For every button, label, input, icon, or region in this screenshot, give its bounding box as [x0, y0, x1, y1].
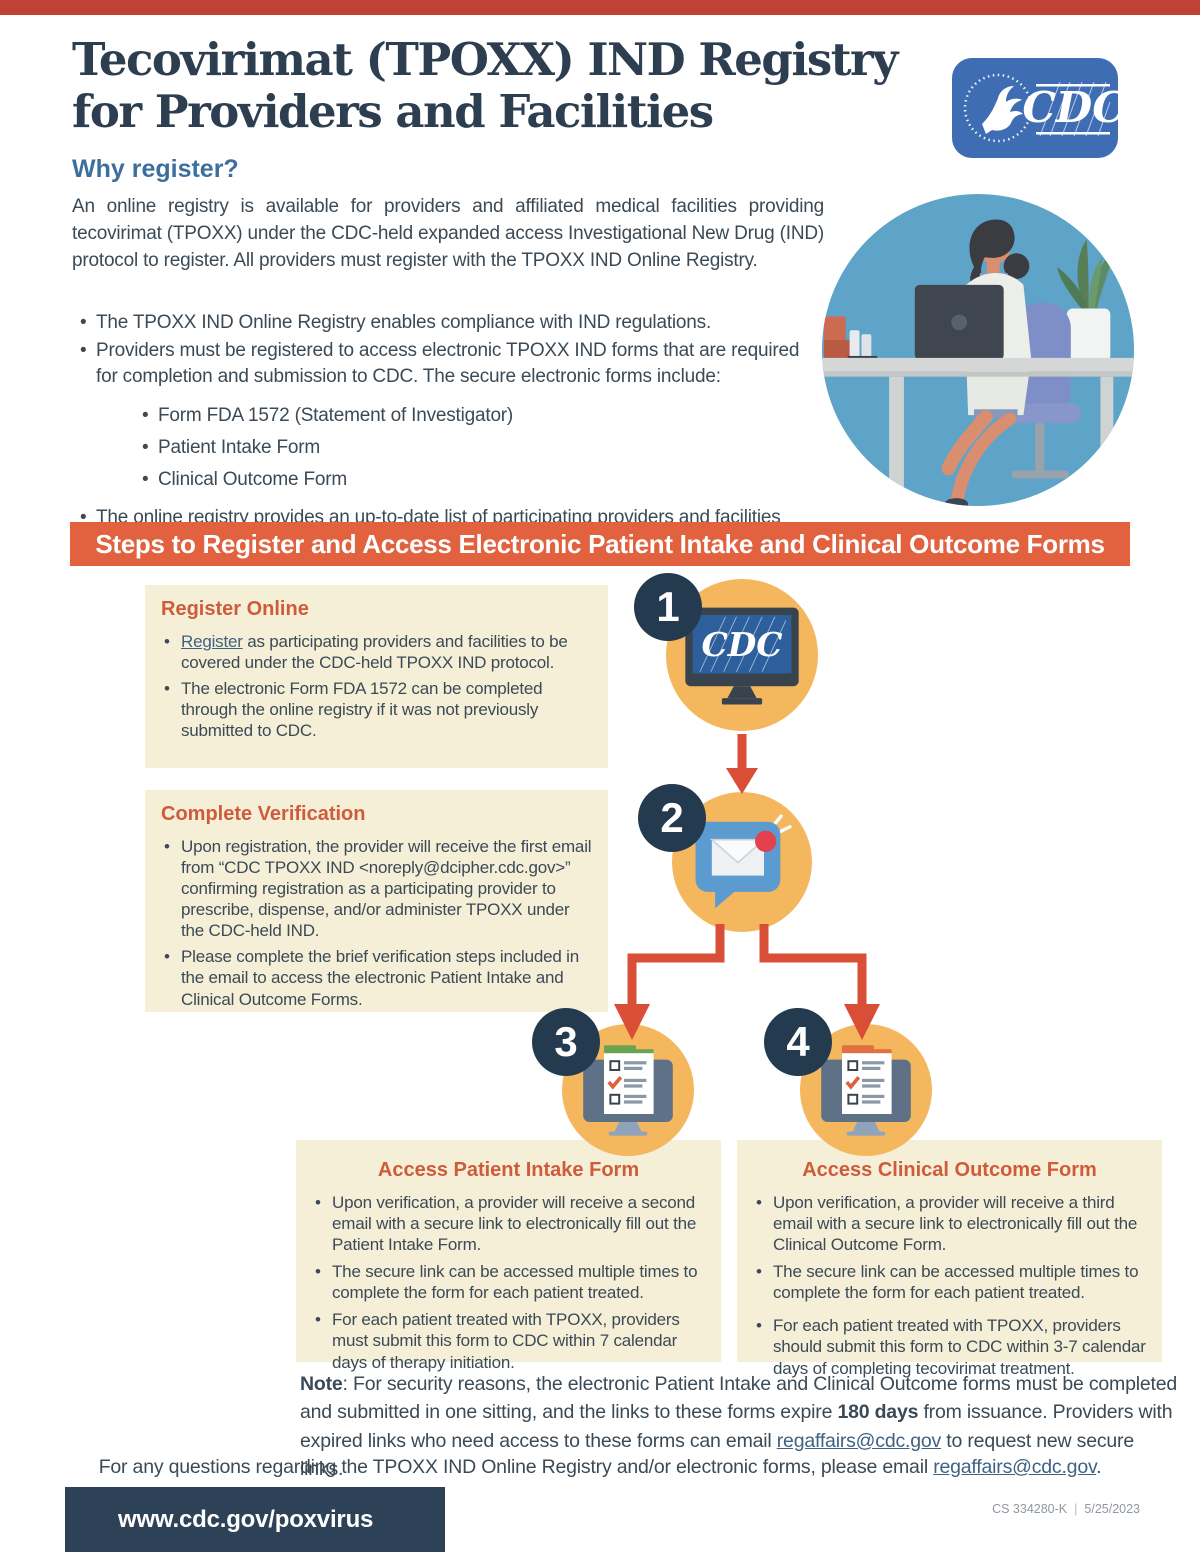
sub-bullet-item: Form FDA 1572 (Statement of Investigator…	[138, 403, 824, 429]
provider-at-desk-illustration	[821, 193, 1135, 507]
register-link[interactable]: Register	[181, 632, 243, 651]
laptop-icon	[902, 284, 1018, 367]
step1-number-badge: 1	[634, 573, 702, 641]
sub-bullet-item: Clinical Outcome Form	[138, 467, 824, 493]
bullet-item: Providers must be registered to access e…	[76, 338, 824, 389]
checklist-monitor-icon	[821, 1045, 911, 1136]
why-register-heading: Why register?	[72, 155, 239, 183]
arrow-step2-to-step4	[759, 924, 867, 1006]
email-notification-icon	[695, 814, 792, 909]
step3-number-badge: 3	[532, 1008, 600, 1076]
bullet-text: as participating providers and facilitie…	[181, 632, 568, 673]
sub-bullet-item: Patient Intake Form	[138, 435, 824, 461]
cdc-monitor-icon: CDC	[685, 607, 799, 705]
complete-verification-box: Complete Verification Upon registration,…	[145, 790, 608, 1012]
page-title-line2: for Providers and Facilities	[72, 85, 714, 139]
checklist-monitor-icon	[583, 1045, 673, 1136]
questions-text: For any questions regarding the TPOXX IN…	[98, 1456, 934, 1478]
regaffairs-email-link[interactable]: regaffairs@cdc.gov	[776, 1429, 942, 1452]
intro-paragraph: An online registry is available for prov…	[72, 196, 824, 271]
bullet-item: Upon verification, a provider will recei…	[312, 1192, 705, 1255]
note-label: Note	[300, 1373, 343, 1395]
page-title-line1: Tecovirimat (TPOXX) IND Registry	[72, 33, 898, 86]
bullet-item: Upon registration, the provider will rec…	[161, 836, 592, 941]
cdc-poxvirus-url-link[interactable]: www.cdc.gov/poxvirus	[118, 1505, 374, 1533]
step4-number-badge: 4	[764, 1008, 832, 1076]
bullet-item: Please complete the brief verification s…	[161, 946, 592, 1009]
register-online-heading: Register Online	[161, 598, 309, 620]
regaffairs-email-link[interactable]: regaffairs@cdc.gov	[933, 1456, 1097, 1478]
step3-icon-circle	[562, 1024, 694, 1156]
security-note: Note: For security reasons, the electron…	[300, 1370, 1182, 1484]
arrow-step2-to-step3	[627, 924, 725, 1006]
cdc-hhs-logo: CDC	[952, 58, 1126, 158]
plant-icon	[1057, 239, 1115, 362]
bullet-item: For each patient treated with TPOXX, pro…	[753, 1315, 1146, 1378]
step2-number-badge: 2	[638, 784, 706, 852]
note-bold-180-days: 180 days	[837, 1401, 919, 1424]
page-title: Tecovirimat (TPOXX) IND Registry for Pro…	[72, 33, 898, 139]
provider-illustration	[820, 192, 1136, 508]
bullet-item: The secure link can be accessed multiple…	[312, 1261, 705, 1303]
access-clinical-outcome-heading: Access Clinical Outcome Form	[802, 1159, 1097, 1181]
register-online-box: Register Online Register as participatin…	[145, 585, 608, 768]
access-clinical-outcome-box: Access Clinical Outcome Form Upon verifi…	[737, 1140, 1162, 1378]
cdc-logo-icon: CDC	[952, 58, 1126, 158]
note-text: : For security reasons, the electronic P…	[300, 1373, 1177, 1424]
why-register-list: The TPOXX IND Online Registry enables co…	[76, 310, 824, 558]
note-text: to request new secure links.	[300, 1429, 1134, 1481]
bullet-item: For each patient treated with TPOXX, pro…	[312, 1309, 705, 1372]
note-text: from issuance. Providers with expired li…	[300, 1401, 1173, 1452]
document-date: 5/25/2023	[1084, 1502, 1140, 1516]
questions-text: .	[1096, 1456, 1102, 1478]
separator: |	[1074, 1502, 1078, 1516]
steps-banner: Steps to Register and Access Electronic …	[70, 522, 1130, 566]
access-patient-intake-box: Access Patient Intake Form Upon verifica…	[296, 1140, 721, 1372]
bullet-item: The secure link can be accessed multiple…	[753, 1261, 1146, 1303]
questions-line: For any questions regarding the TPOXX IN…	[0, 1456, 1200, 1479]
complete-verification-heading: Complete Verification	[161, 803, 366, 825]
cs-number: CS 334280-K	[992, 1502, 1068, 1516]
footer-url-box: www.cdc.gov/poxvirus	[65, 1487, 445, 1552]
bullet-item: The TPOXX IND Online Registry enables co…	[76, 310, 824, 336]
cdc-logo-text: CDC	[1022, 83, 1118, 132]
secure-forms-sublist: Form FDA 1572 (Statement of Investigator…	[138, 403, 824, 493]
top-accent-bar	[0, 0, 1200, 15]
bullet-item: Register as participating providers and …	[161, 631, 592, 673]
bullet-item: Upon verification, a provider will recei…	[753, 1192, 1146, 1255]
access-patient-intake-heading: Access Patient Intake Form	[377, 1159, 640, 1181]
document-number: CS 334280-K | 5/25/2023	[950, 1502, 1140, 1516]
bullet-item: The electronic Form FDA 1572 can be comp…	[161, 678, 592, 741]
cdc-screen-text: CDC	[702, 625, 783, 664]
